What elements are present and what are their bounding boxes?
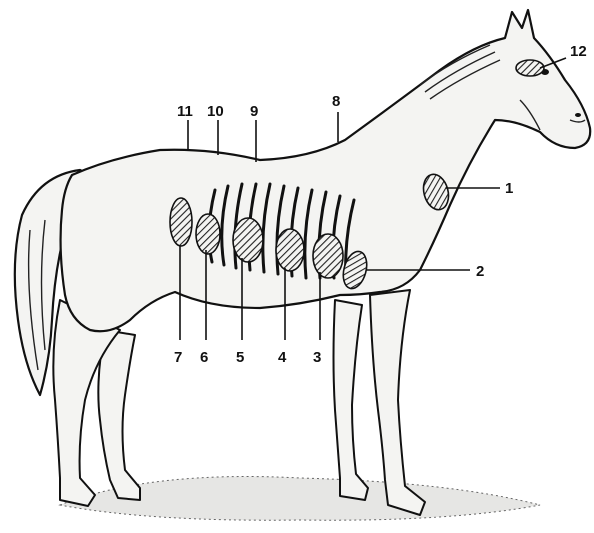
label-9: 9	[250, 103, 258, 120]
label-10: 10	[207, 103, 224, 120]
label-8: 8	[332, 93, 340, 110]
region-3	[313, 234, 343, 278]
label-1: 1	[505, 180, 513, 197]
label-2: 2	[476, 263, 484, 280]
region-5	[233, 218, 263, 262]
label-4: 4	[278, 349, 287, 366]
label-6: 6	[200, 349, 208, 366]
region-4	[276, 229, 304, 271]
label-11: 11	[177, 103, 193, 120]
label-3: 3	[313, 349, 321, 366]
region-6	[196, 214, 220, 254]
region-12	[516, 60, 544, 76]
label-12: 12	[570, 43, 587, 60]
label-5: 5	[236, 349, 244, 366]
label-7: 7	[174, 349, 182, 366]
region-7	[170, 198, 192, 246]
horse-body	[61, 10, 591, 331]
